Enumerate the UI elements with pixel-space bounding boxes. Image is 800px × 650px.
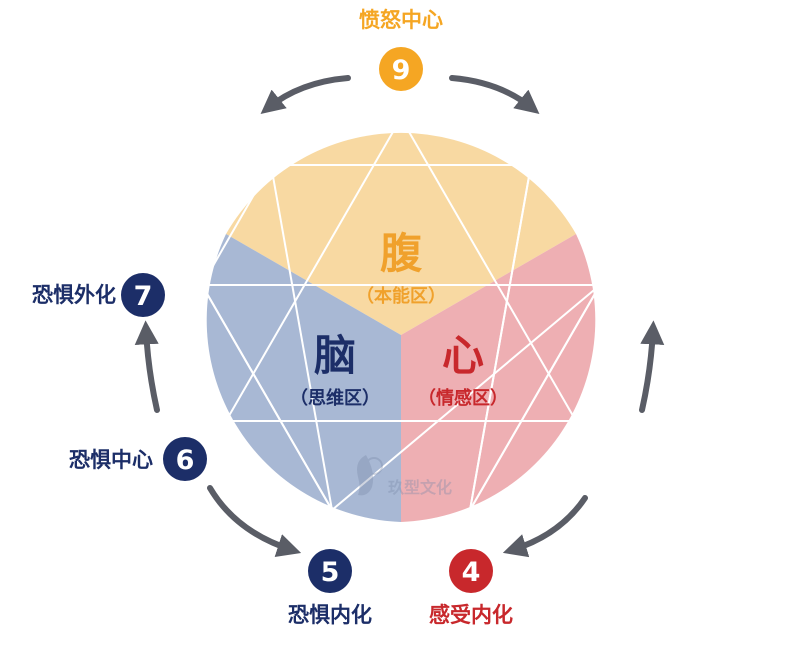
arrow-7-up xyxy=(134,320,160,413)
heart-zone-label: 心 （情感区） xyxy=(418,331,508,409)
node-7-badge xyxy=(121,273,165,317)
hexad-1-4 xyxy=(469,164,532,511)
node-5-label: 恐惧内化 xyxy=(288,603,372,627)
node-6-label: 恐惧中心 xyxy=(69,448,153,472)
node-9: 愤怒中心 9 xyxy=(359,8,443,91)
arrow-right-up xyxy=(639,320,665,413)
heart-title: 心 xyxy=(442,331,484,380)
gut-subtitle: （本能区） xyxy=(356,285,446,307)
enneagram-star-lines xyxy=(200,118,601,512)
heart-subtitle: （情感区） xyxy=(418,387,508,409)
node-5-badge xyxy=(308,549,352,593)
watermark-text: 玖型文化 xyxy=(388,478,452,497)
node-6-number: 6 xyxy=(176,445,195,476)
head-subtitle: （思维区） xyxy=(290,387,380,409)
arrow-right-to-4 xyxy=(502,495,588,558)
node-7-number: 7 xyxy=(134,281,153,312)
node-9-number: 9 xyxy=(392,55,411,86)
node-4-badge xyxy=(449,549,493,593)
enneagram-circle xyxy=(206,132,596,522)
node-6: 恐惧中心 6 xyxy=(69,437,207,481)
node-6-badge xyxy=(163,437,207,481)
head-title: 脑 xyxy=(314,331,356,380)
node-9-badge xyxy=(379,47,423,91)
hexad-4-2 xyxy=(469,284,601,511)
node-4-number: 4 xyxy=(462,557,481,588)
arrow-9-to-right xyxy=(449,75,540,115)
hexad-5-7 xyxy=(270,164,333,511)
gut-title: 腹 xyxy=(380,229,423,278)
woman-profile-logo-icon xyxy=(357,455,383,496)
gut-zone-label: 腹 （本能区） xyxy=(356,229,446,307)
node-7: 恐惧外化 7 xyxy=(32,273,165,317)
cycle-arrows xyxy=(134,75,665,558)
arrow-9-to-left xyxy=(260,75,351,115)
node-9-label: 愤怒中心 xyxy=(359,8,443,32)
head-zone-label: 脑 （思维区） xyxy=(290,331,380,409)
hexad-8-5 xyxy=(201,284,333,511)
node-4: 4 感受内化 xyxy=(429,549,513,627)
node-4-label: 感受内化 xyxy=(429,603,513,627)
node-5: 5 恐惧内化 xyxy=(288,549,372,627)
arrow-6-to-5 xyxy=(207,485,302,558)
watermark: 玖型文化 xyxy=(357,455,452,497)
node-7-label: 恐惧外化 xyxy=(32,283,116,307)
node-5-number: 5 xyxy=(321,557,340,588)
heart-sector xyxy=(401,234,596,522)
head-sector xyxy=(206,234,401,522)
triangle-9-3-6 xyxy=(224,118,578,422)
